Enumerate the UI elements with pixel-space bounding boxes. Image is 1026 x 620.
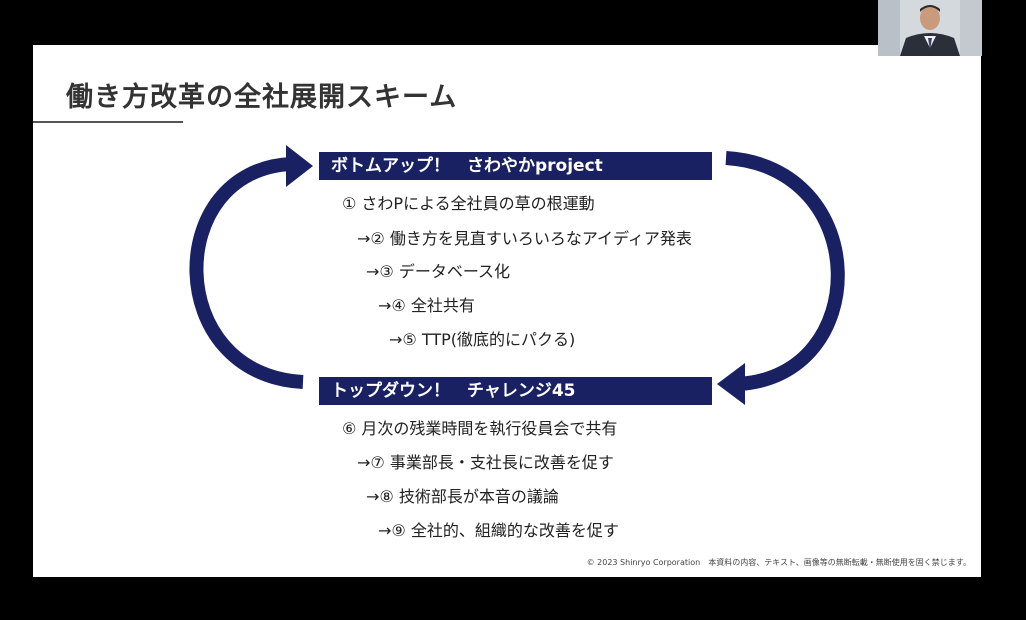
top-down-item-6: ⑥ 月次の残業時間を執行役員会で共有 xyxy=(342,415,617,439)
top-down-item-7: →⑦ 事業部長・支社長に改善を促す xyxy=(357,449,614,473)
top-down-item-9: →⑨ 全社的、組織的な改善を促す xyxy=(378,517,619,541)
left-arrowhead-icon xyxy=(286,145,313,187)
top-down-banner: トップダウン！ チャレンジ45 xyxy=(319,377,712,405)
bottom-up-item-3: →③ データベース化 xyxy=(366,258,510,282)
bottom-up-item-2: →② 働き方を見直すいろいろなアイディア発表 xyxy=(357,225,692,249)
presentation-slide: 働き方改革の全社展開スキーム ボトムアップ！ さわやかproject ① さわP… xyxy=(33,45,981,577)
copyright-footer: © 2023 Shinryo Corporation 本資料の内容、テキスト、画… xyxy=(587,557,971,568)
bottom-up-item-1: ① さわPによる全社員の草の根運動 xyxy=(342,190,595,214)
participant-video-tile[interactable] xyxy=(878,0,982,56)
bottom-up-item-5: →⑤ TTP(徹底的にパクる) xyxy=(389,326,575,350)
bottom-up-banner: ボトムアップ！ さわやかproject xyxy=(319,152,712,180)
right-cycle-arrow-icon xyxy=(726,158,838,384)
right-arrowhead-icon xyxy=(717,363,745,405)
person-video-icon xyxy=(878,0,982,56)
bottom-up-item-4: →④ 全社共有 xyxy=(378,292,475,316)
top-down-item-8: →⑧ 技術部長が本音の議論 xyxy=(366,483,559,507)
left-cycle-arrow-icon xyxy=(196,164,303,382)
